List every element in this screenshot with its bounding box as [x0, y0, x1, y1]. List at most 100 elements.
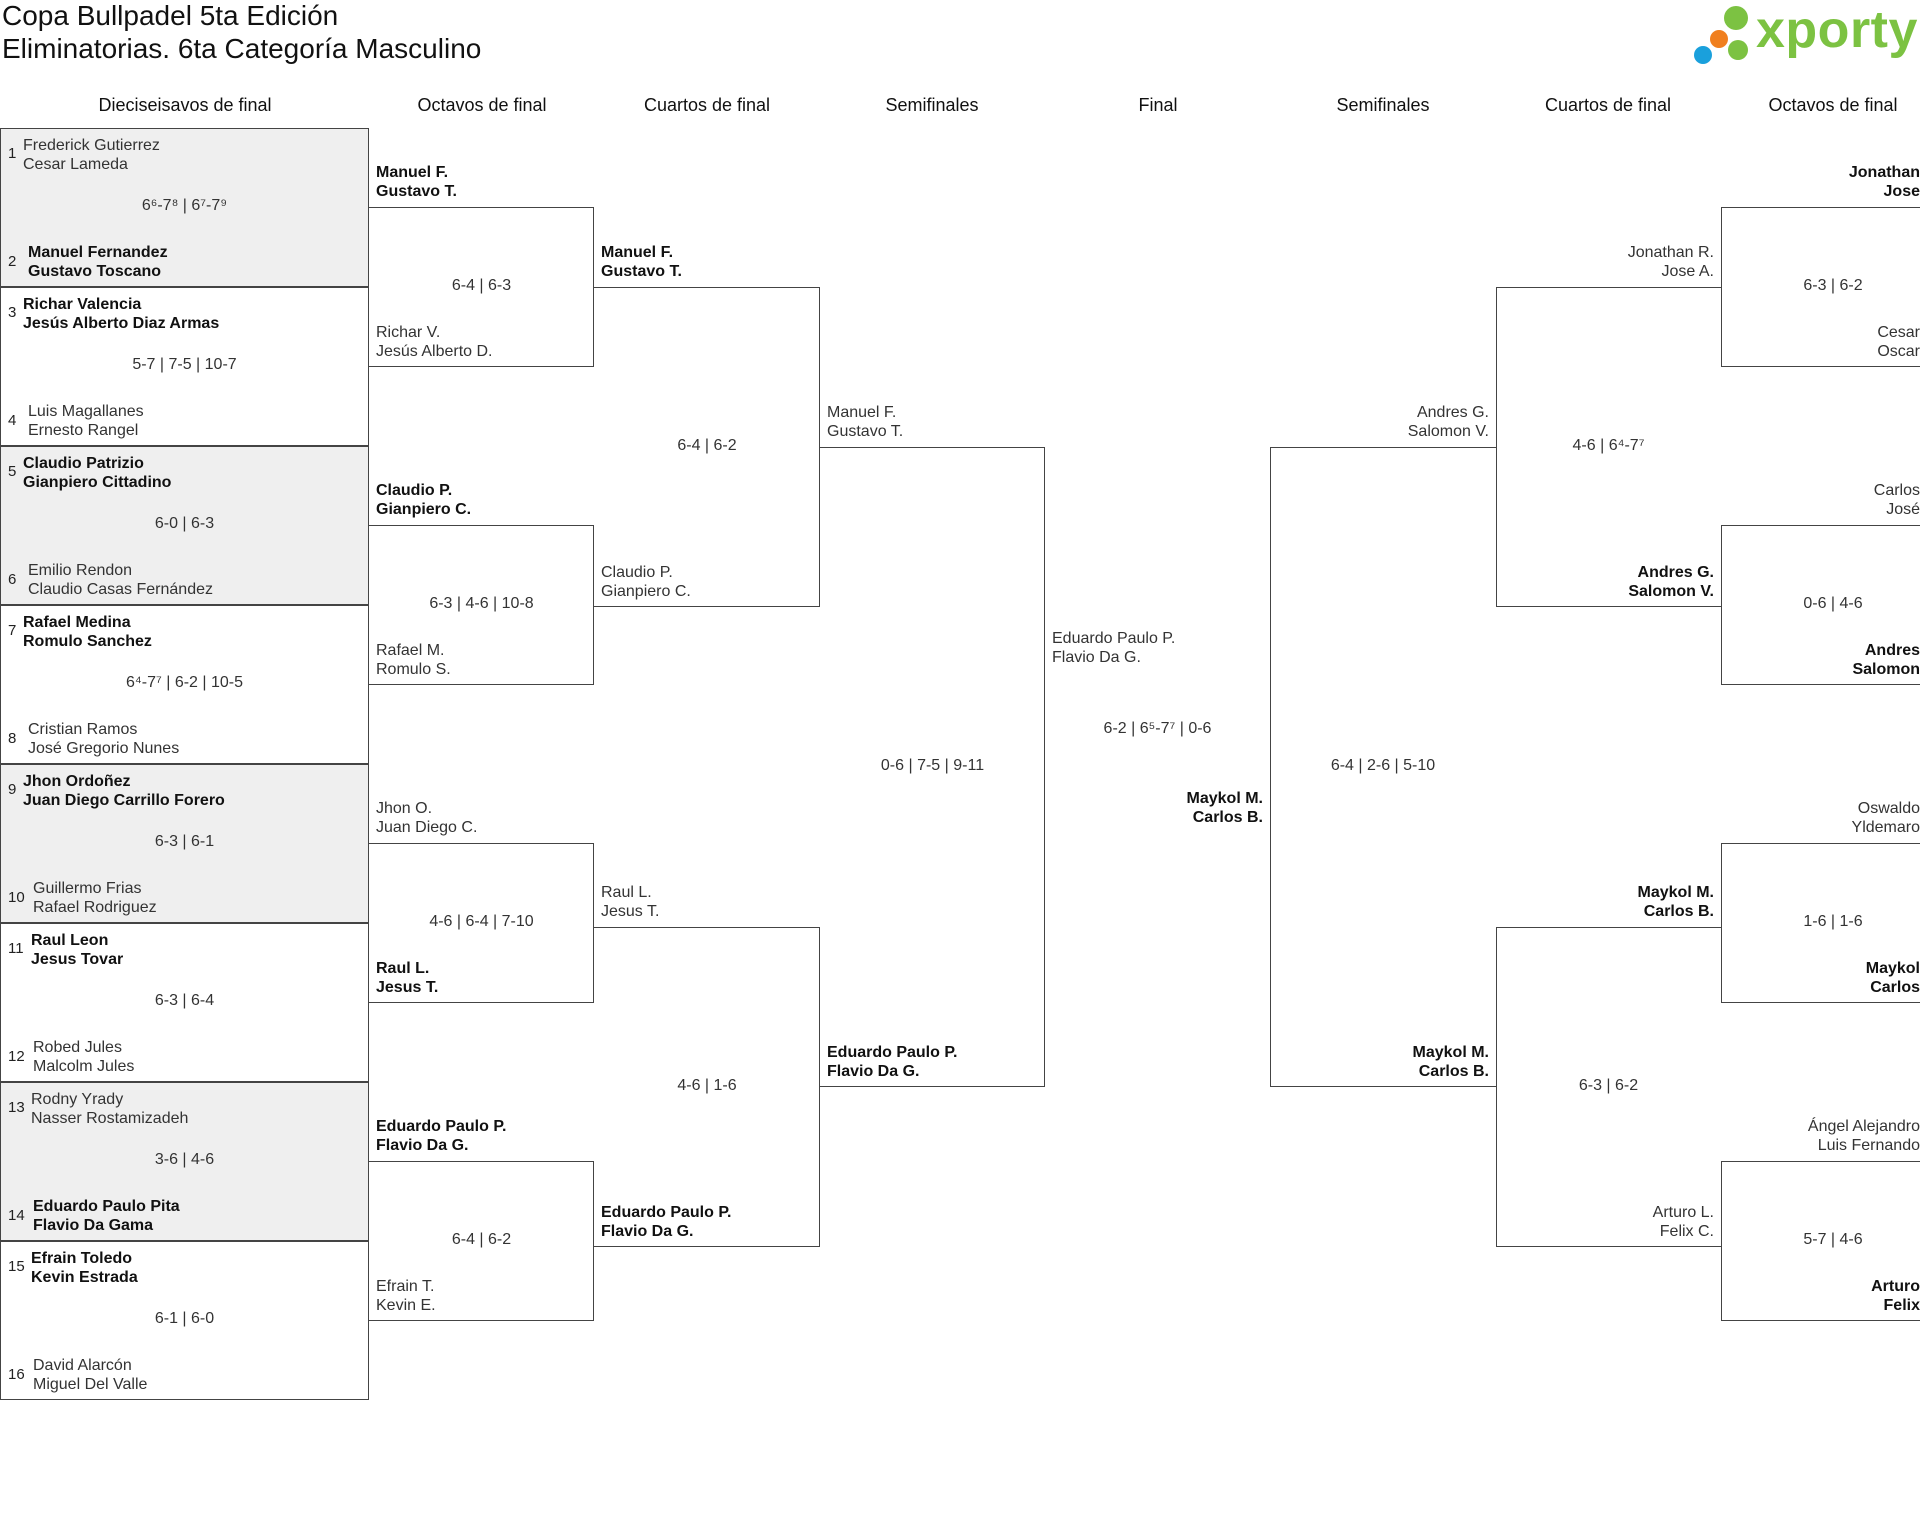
player-name: Maykol	[1865, 960, 1920, 977]
player-name: Gustavo T.	[827, 423, 904, 440]
player-name: Efrain Toledo	[31, 1250, 133, 1267]
match-connector	[1721, 1161, 1920, 1321]
player-name: Gustavo T.	[601, 263, 682, 280]
player-name: Rafael M.	[376, 642, 445, 659]
match-connector	[1721, 843, 1920, 1003]
team-names: Jhon O.Juan Diego C.	[376, 799, 477, 837]
seed-number: 2	[8, 253, 17, 270]
team-names: Manuel F.Gustavo T.	[376, 163, 457, 201]
player-name: Raul L.	[601, 884, 652, 901]
team-names: Andres G.Salomon V.	[1414, 563, 1714, 601]
match-connector	[594, 287, 820, 607]
logo-dot-orange	[1710, 30, 1728, 48]
player-name: Romulo S.	[376, 661, 451, 678]
player-name: David Alarcón	[33, 1357, 132, 1374]
seed-number: 9	[8, 781, 17, 798]
player-name: Cesar	[1877, 324, 1920, 341]
match-connector	[1496, 927, 1721, 1247]
team-names: Eduardo Paulo P.Flavio Da G.	[827, 1043, 957, 1081]
match-connector	[369, 207, 594, 367]
match-score: 6-4 | 6-3	[451, 277, 512, 294]
player-name: Salomon V.	[1407, 423, 1489, 440]
xporty-logo: xporty	[1690, 1, 1918, 70]
match-connector	[594, 927, 820, 1247]
player-name: Raul L.	[376, 960, 430, 977]
match-score: 6-3 | 6-4	[154, 992, 215, 1009]
player-name: Eduardo Paulo P.	[601, 1204, 732, 1221]
player-name: Claudio Casas Fernández	[28, 581, 213, 598]
round-header: Semifinales	[1336, 95, 1430, 115]
player-name: Jhon O.	[376, 800, 433, 817]
seed-number: 10	[8, 889, 25, 906]
player-name: Claudio P.	[601, 564, 673, 581]
match-score: 6-4 | 6-2	[677, 437, 737, 454]
team-names: Eduardo Paulo P.Flavio Da G.	[376, 1117, 506, 1155]
match-connector	[369, 843, 594, 1003]
player-name: Guillermo Frias	[33, 880, 142, 897]
player-name: Oswaldo	[1857, 800, 1920, 817]
match-score: 6-3 | 6-1	[154, 833, 215, 850]
player-name: Kevin E.	[376, 1297, 436, 1314]
seed-number: 13	[8, 1099, 25, 1116]
player-name: Luis Fernando	[1817, 1137, 1920, 1154]
player-name: Jesús Alberto Diaz Armas	[23, 315, 220, 332]
seed-number: 7	[8, 622, 17, 639]
player-name: Carlos B.	[1418, 1063, 1489, 1080]
player-name: Manuel Fernandez	[28, 244, 168, 261]
seed-number: 8	[8, 730, 17, 747]
player-name: Flavio Da G.	[827, 1063, 920, 1080]
match-score: 6-3 | 6-2	[1578, 1077, 1639, 1094]
player-name: Kevin Estrada	[31, 1269, 138, 1286]
match-score: 6-1 | 6-0	[154, 1310, 215, 1327]
player-name: Salomon	[1852, 661, 1920, 678]
team-names: Manuel F.Gustavo T.	[827, 403, 903, 441]
team-names: Raul L. Jesus T.	[601, 883, 659, 921]
player-name: Juan Diego Carrillo Forero	[23, 792, 225, 809]
player-name: Rafael Medina	[23, 614, 131, 631]
player-name: Manuel F.	[376, 164, 449, 181]
match-score: 4-6 | 6⁴-7⁷	[1572, 437, 1645, 454]
round-header: Octavos de final	[1768, 95, 1898, 115]
player-name: Eduardo Paulo P.	[1052, 630, 1176, 647]
team-names: Eduardo Paulo P.Flavio Da G.	[601, 1203, 731, 1241]
team-names: Andres G. Salomon V.	[1189, 403, 1489, 441]
player-name: Jesus T.	[601, 903, 660, 920]
player-name: José	[1886, 501, 1920, 518]
seed-number: 6	[8, 571, 17, 588]
player-name: Maykol M.	[1637, 884, 1714, 901]
seed-number: 1	[8, 145, 17, 162]
team-names: Jonathan R.Jose A.	[1414, 243, 1714, 281]
player-name: Andres G.	[1416, 404, 1489, 421]
team-names: Eduardo Paulo P.Flavio Da G.	[1052, 629, 1175, 667]
player-name: Robed Jules	[33, 1039, 122, 1056]
match-score: 5-7 | 4-6	[1803, 1231, 1863, 1248]
round-header: Final	[1138, 95, 1178, 115]
match-score: 6-4 | 6-2	[451, 1231, 512, 1248]
match-score: 4-6 | 1-6	[677, 1077, 737, 1094]
match-score: 6-3 | 6-2	[1803, 277, 1863, 294]
seed-number: 5	[8, 463, 17, 480]
match-connector	[1721, 525, 1920, 685]
player-name: Malcolm Jules	[33, 1058, 135, 1075]
round-header: Cuartos de final	[643, 95, 771, 115]
player-name: Jose A.	[1661, 263, 1714, 280]
player-name: Jhon Ordoñez	[23, 773, 131, 790]
player-name: Luis Magallanes	[28, 403, 144, 420]
player-name: Oscar	[1877, 343, 1920, 360]
